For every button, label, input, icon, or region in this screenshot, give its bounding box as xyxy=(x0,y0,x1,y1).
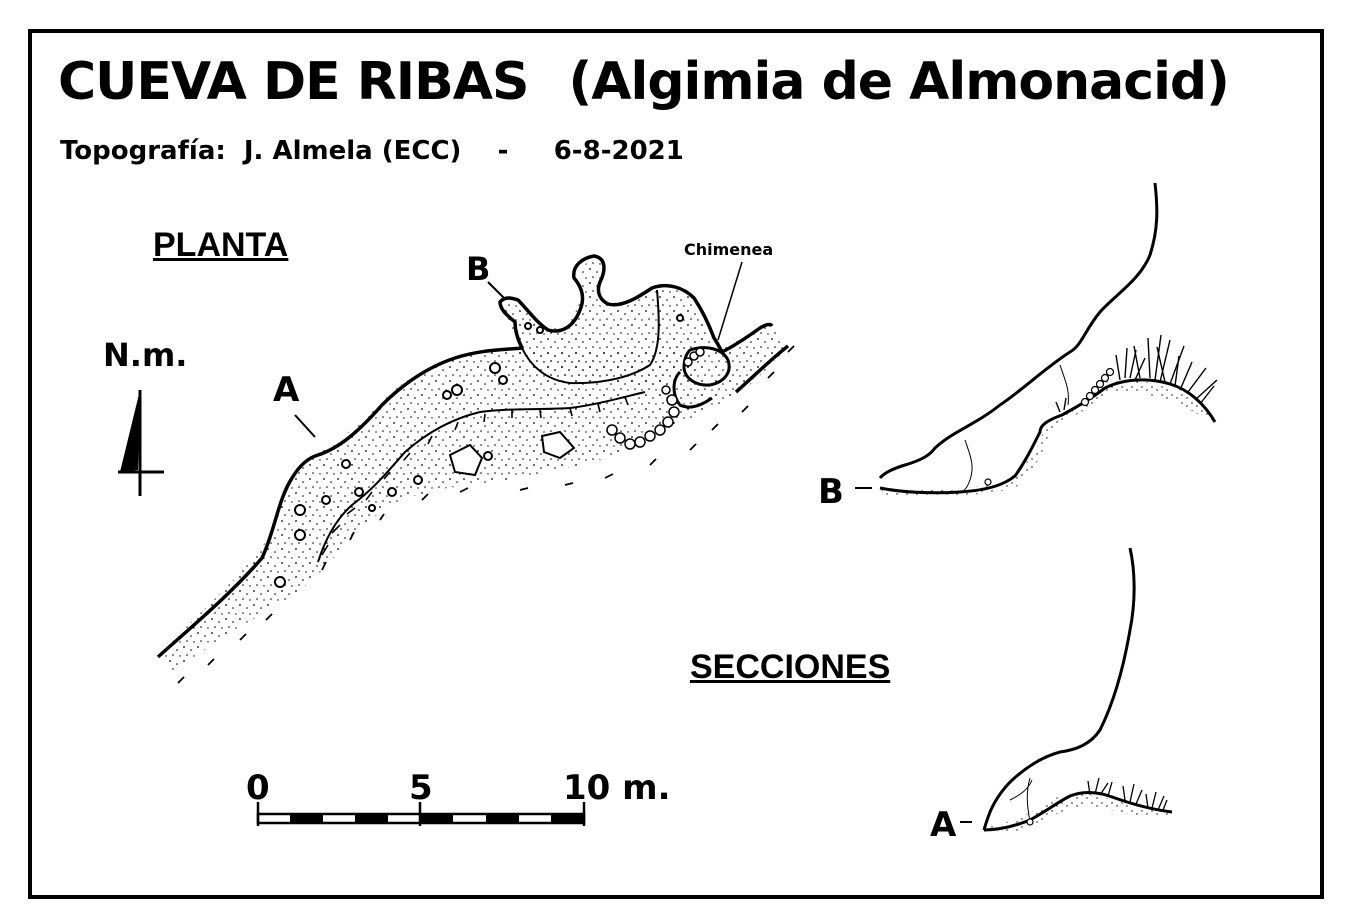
section-a-rock xyxy=(1026,818,1034,826)
cave-plan xyxy=(156,254,795,684)
plan-gallery-floor xyxy=(160,325,790,672)
map-title: CUEVA DE RIBAS (Algimia de Almonacid) xyxy=(58,52,1230,112)
section-a-profile xyxy=(960,547,1173,834)
scale-label-start: 0 xyxy=(246,768,270,808)
section-a-floor xyxy=(983,790,1173,832)
survey-date: 6-8-2021 xyxy=(553,136,684,166)
plan-slope-ticks xyxy=(321,396,629,556)
plan-wall-north xyxy=(156,254,774,659)
section-b-vegetation xyxy=(1055,334,1218,413)
scale-label-end: 10 m. xyxy=(563,768,671,808)
plan-point-b-marker xyxy=(487,281,505,299)
section-a-roof xyxy=(982,547,1136,831)
plan-boulders xyxy=(274,314,684,588)
section-b-floor xyxy=(879,378,1217,495)
plan-ledge xyxy=(317,391,646,563)
plan-rock-chain xyxy=(606,347,705,450)
scale-bar xyxy=(256,802,586,826)
section-a-floor-fill xyxy=(985,794,1172,834)
survey-credit: Topografía: J. Almela (ECC) xyxy=(60,136,462,166)
section-b-roof xyxy=(878,182,1159,480)
plan-chimney-neck xyxy=(672,370,713,409)
plan-open-edge xyxy=(177,345,795,684)
north-arrow xyxy=(118,390,164,496)
section-a-crack xyxy=(1009,777,1033,823)
credit-separator: - xyxy=(497,136,509,166)
north-label: N.m. xyxy=(103,336,188,374)
plan-point-a-marker xyxy=(294,414,316,438)
plan-chimney-pointer xyxy=(717,261,743,341)
plan-heading: PLANTA xyxy=(153,226,289,264)
scale-label-mid: 5 xyxy=(409,768,433,808)
map-frame xyxy=(28,29,1324,899)
cave-name: CUEVA DE RIBAS xyxy=(58,52,529,112)
chimney-label: Chimenea xyxy=(684,240,774,259)
plan-point-b-label: B xyxy=(466,250,491,288)
section-b-profile xyxy=(855,182,1218,497)
section-a-vegetation xyxy=(1087,777,1168,811)
plan-chamber-contour xyxy=(521,289,660,385)
section-b-rocks xyxy=(984,367,1115,486)
sections-heading: SECCIONES xyxy=(690,648,891,686)
plan-wall-south xyxy=(734,344,790,394)
section-b-label: B xyxy=(818,472,844,512)
plan-chamber-floor xyxy=(500,259,712,390)
cave-location: (Algimia de Almonacid) xyxy=(568,52,1229,112)
section-a-label: A xyxy=(930,805,957,845)
plan-point-a-label: A xyxy=(273,370,300,410)
survey-credit-line: Topografía: J. Almela (ECC) - 6-8-2021 xyxy=(60,136,684,166)
section-b-floor-fill xyxy=(880,379,1215,497)
section-b-crack xyxy=(961,364,1069,493)
